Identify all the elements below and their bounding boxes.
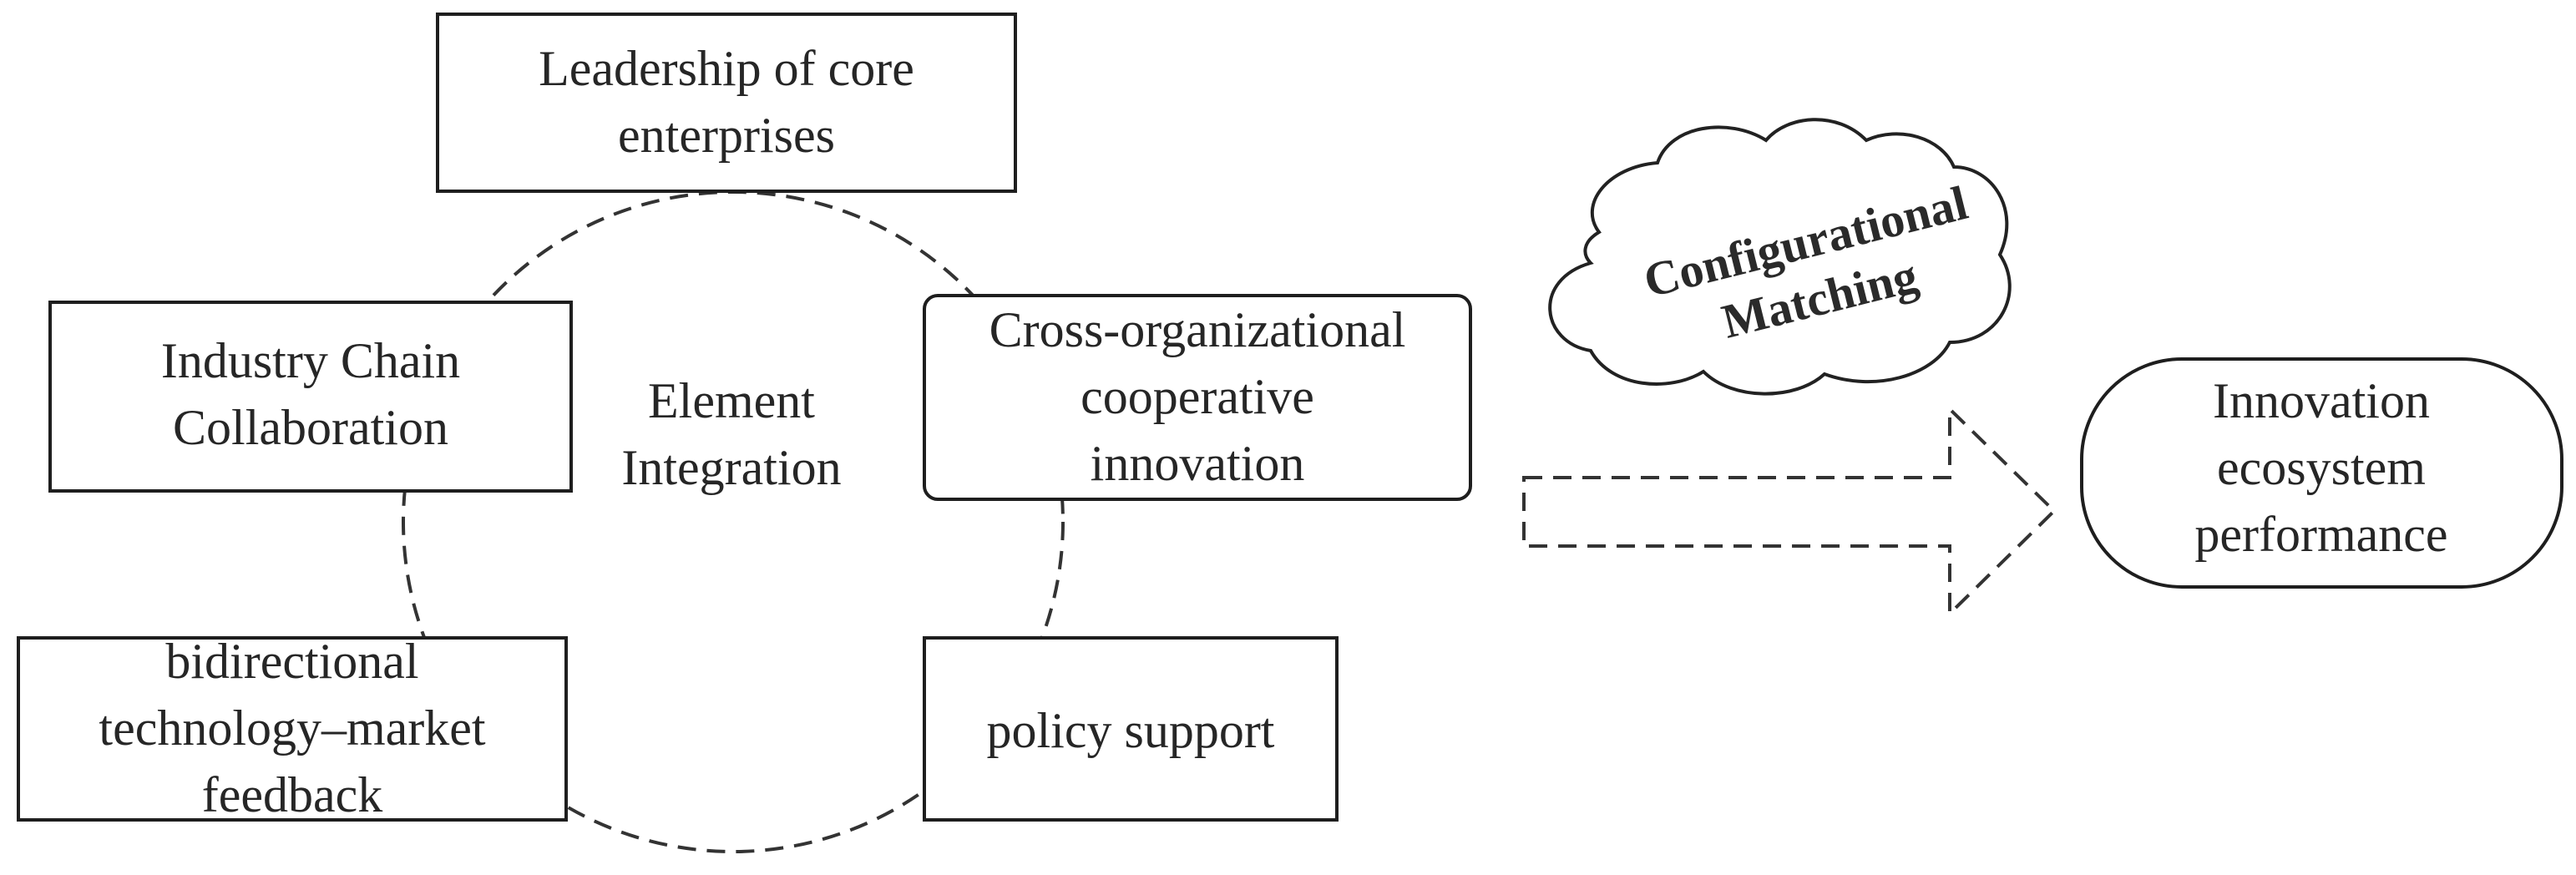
- outcome-line-1: Innovation: [2213, 373, 2430, 428]
- feedback-line-1: bidirectional: [165, 634, 418, 689]
- feedback-line-2: technology–market: [99, 701, 486, 756]
- element-box-policy: policy support: [923, 636, 1339, 822]
- outcome-line-3: performance: [2194, 507, 2447, 562]
- cloud-shape: [1548, 118, 2012, 396]
- outcome-box-performance: Innovation ecosystem performance: [2080, 357, 2563, 589]
- element-box-leadership: Leadership of core enterprises: [436, 13, 1017, 193]
- outcome-line-2: ecosystem: [2217, 440, 2426, 495]
- cross-org-line-1: Cross-organizational: [989, 302, 1406, 357]
- center-label-line-1: Element: [648, 373, 815, 428]
- industry-chain-line-1: Industry Chain: [161, 333, 460, 388]
- element-box-industry-chain: Industry Chain Collaboration: [48, 301, 573, 493]
- dashed-arrow: [1522, 405, 2057, 618]
- cross-org-line-2: cooperative: [1081, 369, 1314, 424]
- leadership-line-2: enterprises: [618, 108, 835, 163]
- leadership-line-1: Leadership of core: [539, 41, 914, 96]
- element-box-cross-org: Cross-organizational cooperative innovat…: [923, 294, 1472, 501]
- cross-org-line-3: innovation: [1091, 436, 1305, 491]
- center-label-line-2: Integration: [621, 440, 841, 495]
- feedback-line-3: feedback: [202, 767, 383, 822]
- industry-chain-line-2: Collaboration: [173, 400, 448, 455]
- cloud-configurational-matching: Configurational Matching: [1548, 118, 2012, 396]
- element-box-feedback: bidirectional technology–market feedback: [17, 634, 568, 822]
- policy-line-1: policy support: [987, 703, 1275, 758]
